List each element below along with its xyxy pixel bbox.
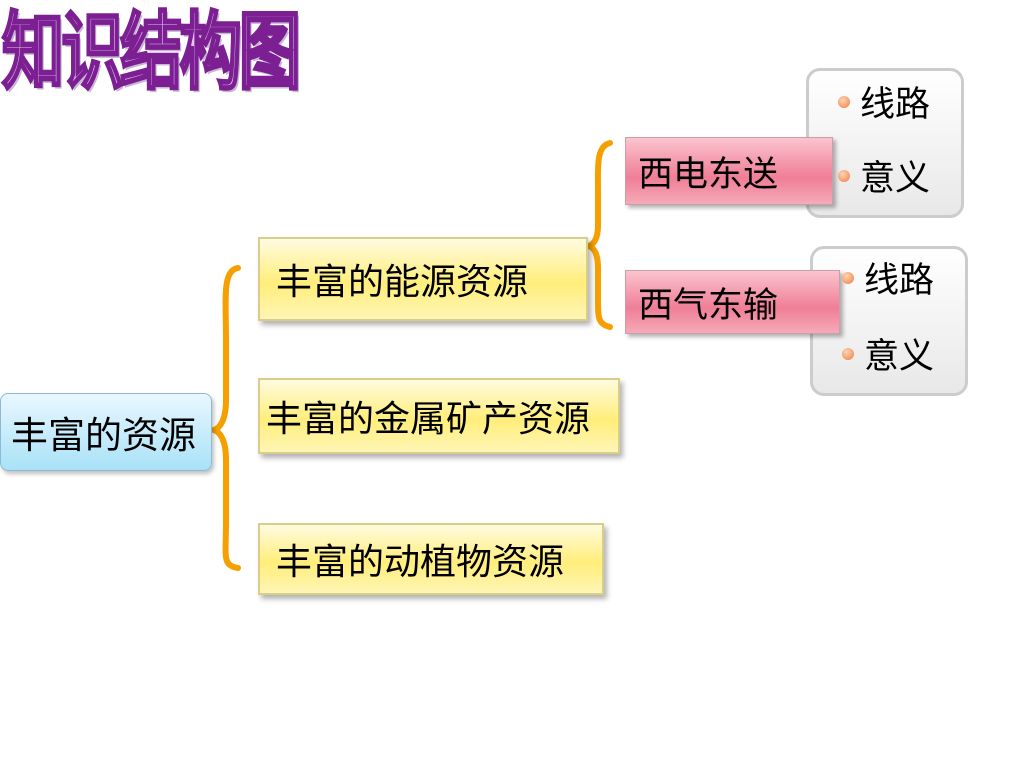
category-flora-fauna: 丰富的动植物资源 [258,523,604,595]
bullet-dot-icon [842,271,854,284]
bullet-dot-icon [838,169,850,182]
point-item: 线路 [842,252,934,303]
bullet-dot-icon [838,95,850,108]
category-metal-minerals: 丰富的金属矿产资源 [258,378,620,454]
root-node: 丰富的资源 [0,393,212,471]
project-west-east-gas: 西气东输 [625,270,840,334]
point-item: 线路 [838,76,930,127]
root-brace [204,265,241,571]
project-west-east-power: 西电东送 [625,137,833,205]
point-label: 线路 [860,85,931,125]
point-item: 意义 [842,328,934,379]
point-label: 意义 [864,337,935,377]
bullet-dot-icon [842,347,854,360]
point-item: 意义 [838,150,930,201]
point-label: 线路 [864,261,935,301]
category-energy: 丰富的能源资源 [258,237,588,321]
point-label: 意义 [860,159,931,199]
page-title: 知识结构图 [1,2,302,103]
energy-brace [580,140,613,330]
